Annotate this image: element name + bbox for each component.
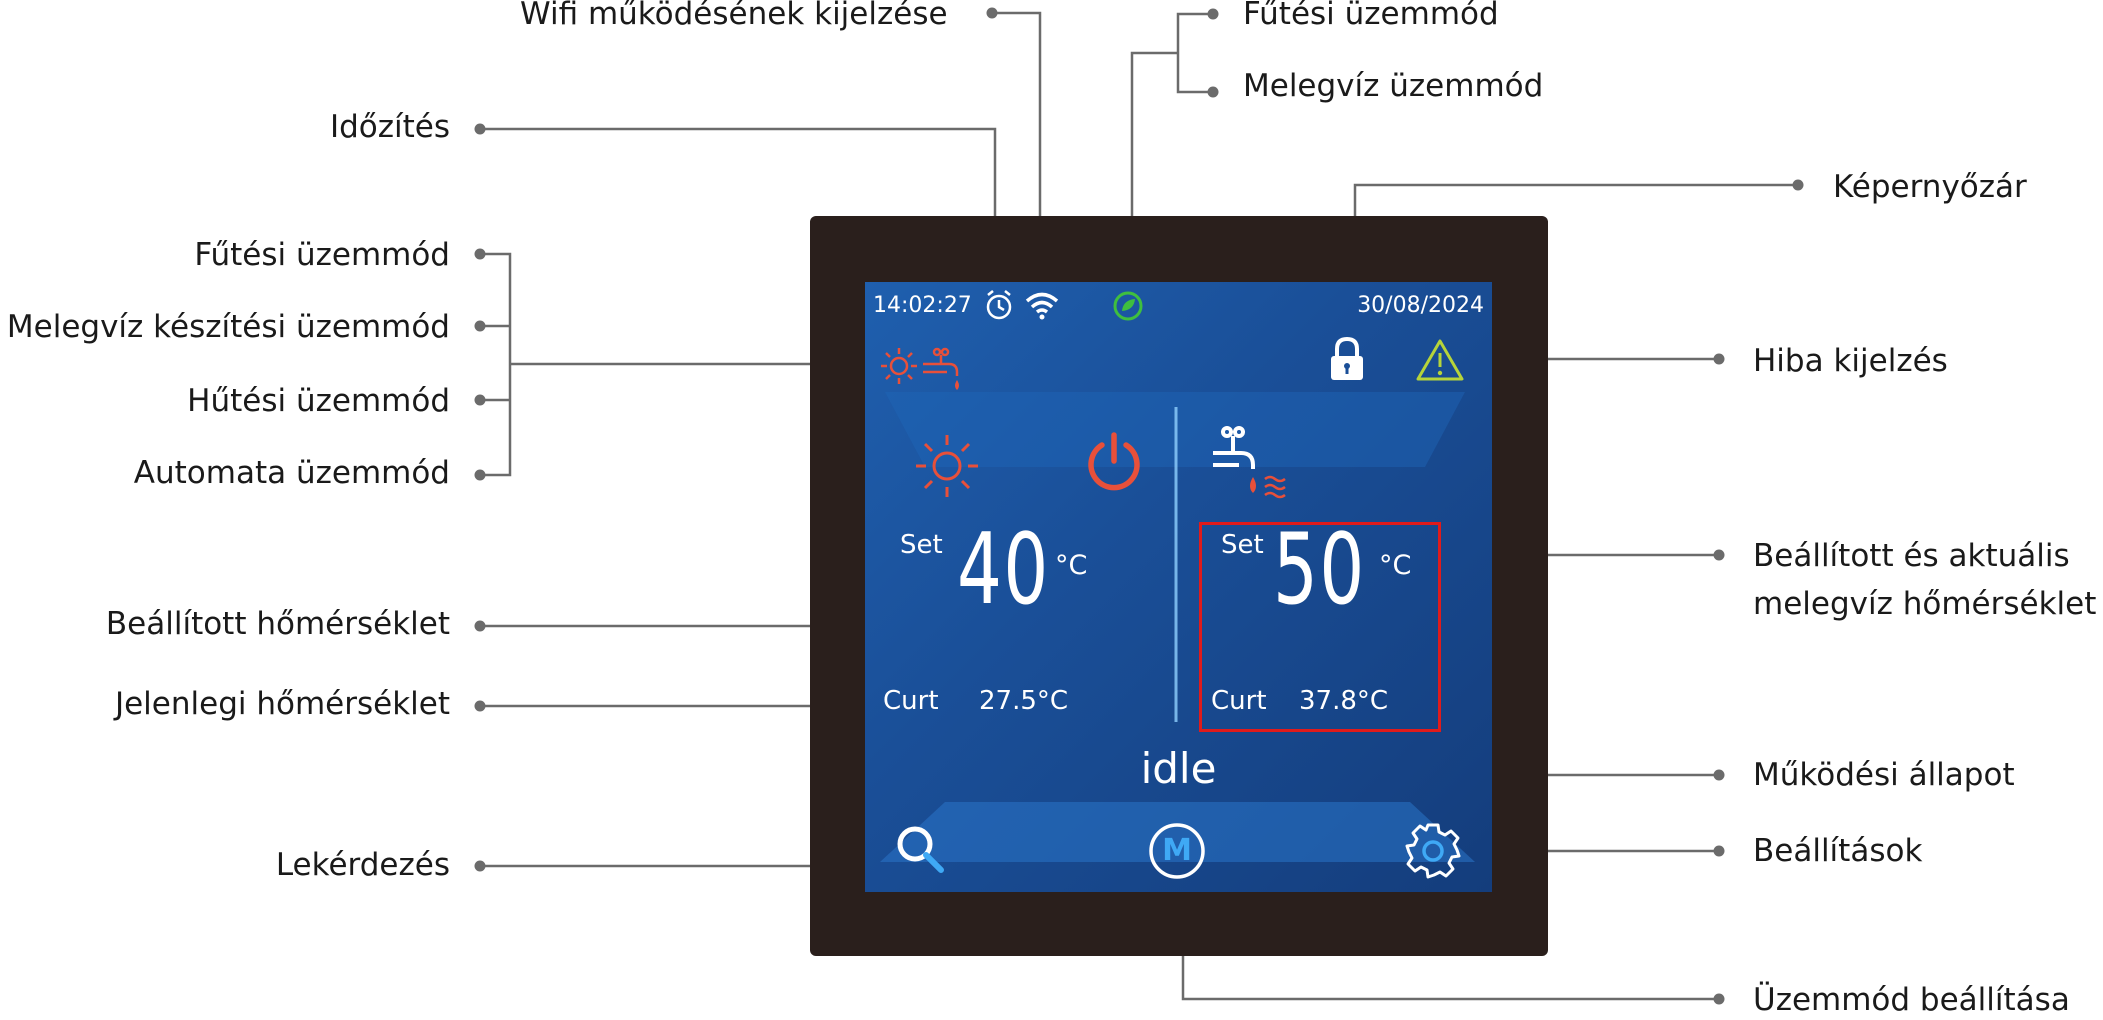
right-curr-value: 37.8°C <box>1299 686 1389 716</box>
left-set-value[interactable]: 40 <box>957 513 1050 627</box>
gear-icon[interactable] <box>1404 822 1462 880</box>
label-cooling-mode: Hűtési üzemmód <box>187 383 450 419</box>
status-text: idle <box>1140 744 1217 793</box>
label-auto-mode: Automata üzemmód <box>133 455 450 491</box>
label-dhw-temp-line1: Beállított és aktuális <box>1753 538 2070 574</box>
eco-leaf-icon <box>1113 291 1143 321</box>
label-wifi: Wifi működésének kijelzése <box>520 0 948 32</box>
tap-icon[interactable] <box>1211 425 1307 503</box>
search-icon[interactable] <box>893 822 949 878</box>
lock-icon <box>1331 336 1363 380</box>
label-dhw-production-mode: Melegvíz készítési üzemmód <box>6 309 450 345</box>
label-query: Lekérdezés <box>275 847 450 883</box>
label-settings: Beállítások <box>1753 833 1923 869</box>
left-curr-label: Curt <box>883 686 939 716</box>
label-heating-mode-top: Fűtési üzemmód <box>1243 0 1499 32</box>
mode-button-label: M <box>1162 833 1192 868</box>
right-set-value[interactable]: 50 <box>1273 513 1366 627</box>
clock-time: 14:02:27 <box>873 293 972 318</box>
sun-icon[interactable] <box>912 431 982 501</box>
label-mode-setting: Üzemmód beállítása <box>1753 982 2070 1018</box>
right-curr-label: Curt <box>1211 686 1267 716</box>
date-display: 30/08/2024 <box>1357 293 1484 318</box>
label-operating-state: Működési állapot <box>1753 757 2015 793</box>
label-timing: Időzítés <box>329 109 450 145</box>
label-set-temp: Beállított hőmérséklet <box>105 606 450 642</box>
controller-screen: 14:02:27 30/08/2024 <box>865 282 1492 892</box>
label-screen-lock: Képernyőzár <box>1833 169 2027 205</box>
label-heating-mode: Fűtési üzemmód <box>194 237 450 273</box>
left-set-label: Set <box>900 530 943 560</box>
label-dhw-temp-line2: melegvíz hőmérséklet <box>1753 586 2097 622</box>
right-set-label: Set <box>1221 530 1264 560</box>
left-curr-value: 27.5°C <box>979 686 1069 716</box>
alarm-clock-icon <box>986 290 1012 320</box>
left-set-unit: °C <box>1055 550 1088 581</box>
dhw-highlight-box <box>1199 522 1441 732</box>
power-icon[interactable] <box>1083 431 1145 493</box>
heating-dhw-mode-icon <box>881 347 959 390</box>
label-dhw-mode-top: Melegvíz üzemmód <box>1243 68 1544 104</box>
right-set-unit: °C <box>1379 550 1412 581</box>
label-current-temp: Jelenlegi hőmérséklet <box>114 686 450 722</box>
mode-button[interactable]: M <box>1148 822 1206 880</box>
warning-icon[interactable] <box>1415 338 1465 382</box>
wifi-icon <box>1025 292 1059 320</box>
mode-icon <box>1149 823 1205 879</box>
label-error-display: Hiba kijelzés <box>1753 343 1948 379</box>
screen-background-shapes <box>880 392 1475 862</box>
